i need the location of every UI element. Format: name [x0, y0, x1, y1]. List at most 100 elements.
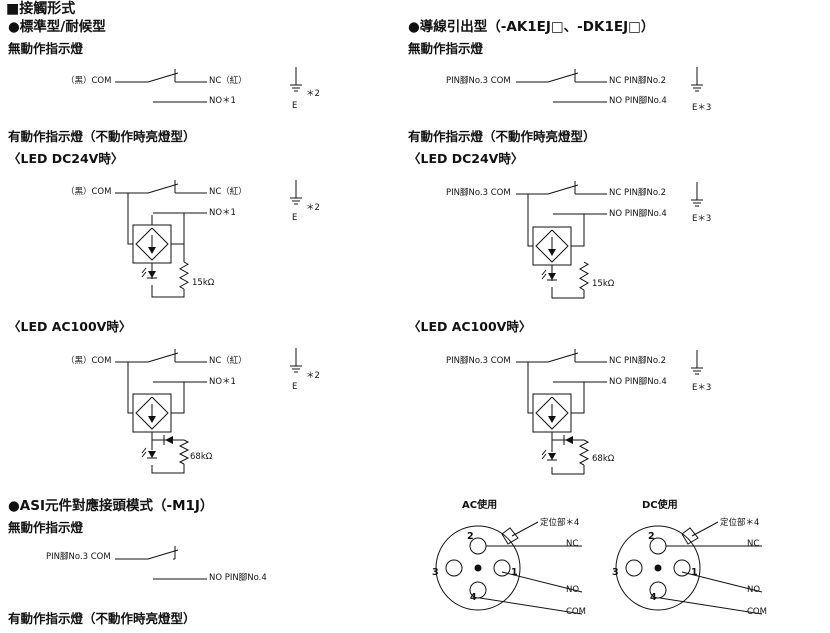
ground-e-label: E＊3 [692, 103, 712, 113]
resistor [178, 261, 190, 290]
com-label: PIN腳No.3 COM [446, 76, 511, 86]
no-label: NO＊1 [209, 377, 236, 387]
pin-number: 1 [691, 567, 698, 578]
no-label: NO＊1 [209, 96, 236, 106]
ground-e-label: E [292, 382, 298, 392]
lead [127, 193, 133, 245]
switch-blade [147, 72, 179, 83]
rectifier-bridge [135, 396, 169, 430]
leader [681, 571, 763, 593]
leader [511, 521, 539, 537]
key-notch [681, 527, 699, 545]
led-ray [541, 269, 547, 276]
led-ray [541, 273, 547, 280]
led-ray [541, 449, 547, 456]
led-icon [548, 273, 556, 280]
asi-com-label: PIN腳No.3 COM [46, 552, 111, 562]
no-label: NO PIN腳No.4 [609, 96, 667, 106]
key-label: 定位部＊4 [540, 518, 580, 528]
section-title: ■接觸形式 [6, 1, 76, 17]
resistor-label: 15kΩ [592, 279, 615, 289]
com-pin-label: COM [566, 607, 586, 617]
connector-pin [625, 559, 643, 577]
nc-label: NC（紅） [209, 76, 247, 86]
com-label: （黑）COM [66, 187, 112, 197]
ground-note: ＊2 [306, 371, 320, 381]
leader [691, 521, 719, 537]
com-label: （黑）COM [66, 76, 112, 86]
led-ray [541, 453, 547, 460]
com-label: PIN腳No.3 COM [446, 188, 511, 198]
center-dot [474, 564, 482, 572]
resistor-label: 68kΩ [592, 454, 615, 464]
rectifier-bridge [535, 396, 569, 430]
switch-blade [147, 183, 179, 194]
asi-title: ●ASI元件對應接頭模式（-M1J） [8, 498, 214, 514]
leader [659, 597, 763, 615]
leader [479, 597, 583, 615]
asi-no-label: NO PIN腳No.4 [209, 573, 267, 583]
led-ray [141, 447, 147, 454]
lead-type-title: ●導線引出型（-AK1EJ□、-DK1EJ□） [408, 19, 655, 35]
resistor [579, 261, 589, 291]
lead [551, 465, 585, 475]
switch-blade [147, 549, 179, 560]
arrow-head [548, 416, 556, 423]
connector-pin [469, 581, 487, 599]
ground-e-label: E＊3 [692, 214, 712, 224]
arrow-head [148, 416, 156, 423]
lead [171, 213, 185, 245]
led-dc-heading: 〈LED DC24V時〉 [8, 151, 124, 166]
pin-number: 1 [511, 567, 518, 578]
diode-icon [565, 436, 573, 444]
arrow-head [548, 249, 556, 256]
com-pin-label: COM [747, 607, 767, 617]
connector-pin [445, 559, 463, 577]
lead [527, 194, 533, 247]
center-dot [654, 564, 662, 572]
com-label: PIN腳No.3 COM [446, 356, 511, 366]
switch-blade [547, 184, 579, 195]
resistor [178, 439, 190, 465]
switch-blade [147, 352, 179, 363]
nc-label: NC PIN腳No.2 [609, 188, 667, 198]
dc-connector-title: DC使用 [642, 500, 678, 511]
lead [171, 382, 185, 414]
pin-number: 4 [470, 592, 477, 603]
with-indicator-heading: 有動作指示燈（不動作時亮燈型） [408, 129, 596, 144]
with-indicator-heading: 有動作指示燈（不動作時亮燈型） [8, 129, 196, 144]
pin-number: 4 [650, 592, 657, 603]
ground-note: ＊2 [306, 89, 320, 99]
no-label: NO PIN腳No.4 [609, 377, 667, 387]
lead [527, 362, 533, 414]
com-label: （黑）COM [66, 356, 112, 366]
asi-no-indicator-heading: 無動作指示燈 [8, 520, 84, 535]
ac-connector-title: AC使用 [462, 500, 498, 511]
rectifier-bridge [535, 229, 569, 263]
lead [571, 382, 585, 414]
lead [551, 287, 585, 299]
resistor-label: 15kΩ [192, 278, 215, 288]
nc-label: NC PIN腳No.2 [609, 356, 667, 366]
led-ray [141, 451, 147, 458]
no-label: NO PIN腳No.4 [609, 209, 667, 219]
led-dc-heading: 〈LED DC24V時〉 [408, 151, 524, 166]
lead [151, 464, 185, 474]
led-ac-heading: 〈LED AC100V時〉 [408, 319, 532, 334]
led-icon [548, 453, 556, 460]
arrow-head [148, 247, 156, 254]
lead [151, 285, 185, 298]
led-icon [148, 271, 156, 278]
nc-pin-label: NC [747, 539, 760, 549]
pin-number: 2 [467, 531, 474, 542]
standard-type-title: ●標準型/耐候型 [8, 19, 106, 35]
key-notch [501, 527, 519, 545]
no-indicator-heading: 無動作指示燈 [408, 41, 484, 56]
nc-label: NC PIN腳No.2 [609, 76, 667, 86]
no-indicator-heading: 無動作指示燈 [8, 41, 84, 56]
led-ray [141, 267, 147, 274]
lead [571, 214, 585, 247]
nc-label: NC（紅） [209, 356, 247, 366]
pin-number: 3 [432, 567, 439, 578]
connector-outer [435, 525, 521, 611]
